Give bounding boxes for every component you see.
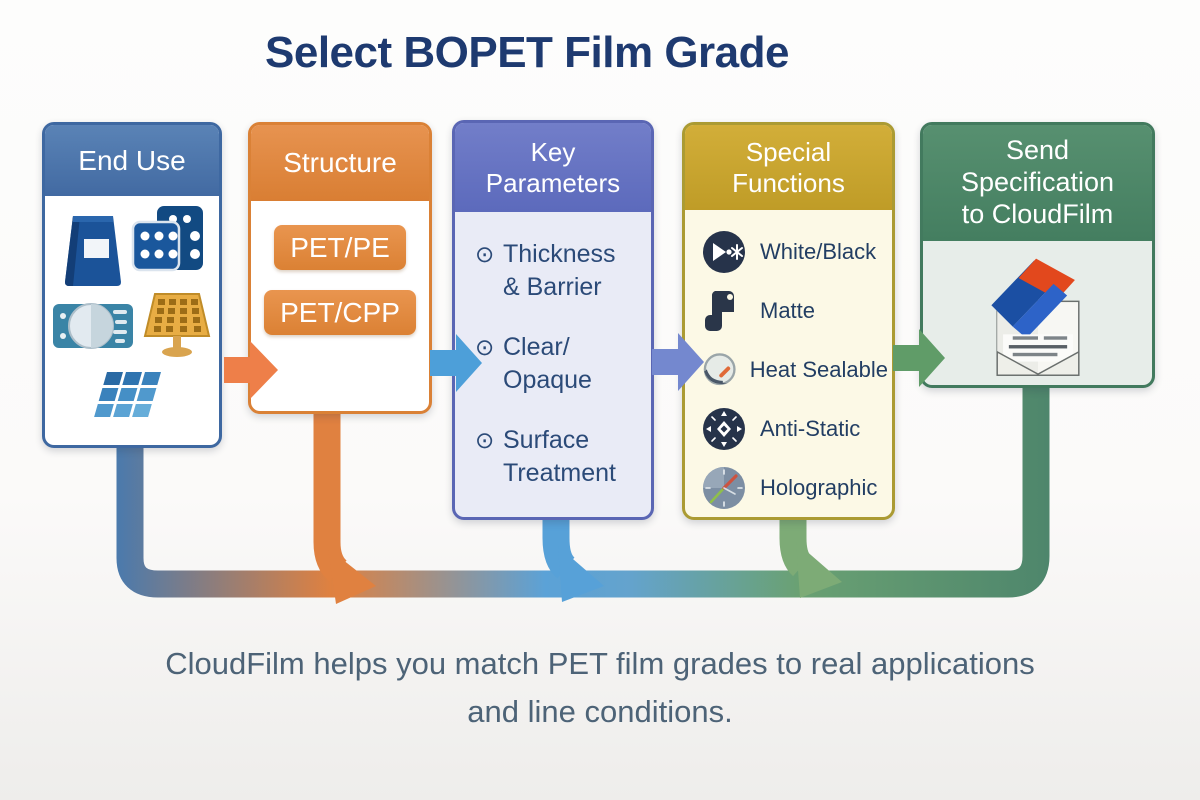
special-function-label: Anti-Static: [760, 415, 861, 441]
list-item: ⊙ Clear/ Opaque: [475, 331, 641, 396]
structure-drop-arrow: [313, 406, 376, 604]
key-parameter-label: Clear/ Opaque: [503, 333, 592, 394]
white-black-icon: [703, 230, 745, 273]
key-parameters-drop-arrow: [542, 514, 604, 602]
end-use-icons: [53, 206, 211, 417]
column-key-parameters: Key Parameters ⊙ Thickness & Barrier ⊙ C…: [452, 120, 654, 520]
structure-header: Structure: [251, 125, 429, 201]
holographic-icon: [703, 466, 745, 509]
list-item: White/Black: [701, 222, 888, 281]
list-item: ⊙ Surface Treatment: [475, 424, 641, 489]
matte-icon: [705, 290, 734, 331]
key-parameter-label: Thickness & Barrier: [503, 240, 616, 301]
key-parameters-header: Key Parameters: [455, 123, 651, 212]
special-function-label: Matte: [760, 297, 816, 323]
list-item: ⊙ Thickness & Barrier: [475, 238, 641, 303]
list-item: Holographic: [701, 458, 888, 517]
key-parameter-label: Surface Treatment: [503, 426, 617, 487]
column-special-functions: Special Functions White/Black: [682, 122, 895, 520]
list-item: Anti-Static: [701, 399, 888, 458]
special-functions-header: Special Functions: [685, 125, 892, 210]
pouch-icon: [65, 216, 121, 286]
special-function-label: Heat Sealable: [749, 356, 888, 382]
key-parameters-body: ⊙ Thickness & Barrier ⊙ Clear/ Opaque ⊙ …: [455, 212, 651, 517]
pv-module-icon: [94, 372, 161, 417]
column-send-specification: Send Specification to CloudFilm: [920, 122, 1155, 388]
send-specification-body: [923, 241, 1152, 385]
special-function-label: White/Black: [760, 238, 877, 264]
circled-dot-bullet-icon: ⊙: [475, 241, 495, 267]
envelope-send-icon: [990, 258, 1080, 376]
anti-static-icon: [703, 407, 745, 450]
key-parameters-list: ⊙ Thickness & Barrier ⊙ Clear/ Opaque ⊙ …: [455, 212, 651, 489]
special-function-label: Holographic: [760, 474, 878, 500]
pet-cpp-button[interactable]: PET/CPP: [264, 290, 416, 335]
page-title: Select BOPET Film Grade: [265, 28, 790, 77]
list-item: Heat Sealable: [701, 340, 888, 399]
end-use-body: [45, 196, 219, 445]
column-end-use: End Use: [42, 122, 222, 448]
structure-body: PET/PE PET/CPP: [251, 201, 429, 411]
list-item: Matte: [701, 281, 888, 340]
circled-dot-bullet-icon: ⊙: [475, 334, 495, 360]
heat-sealable-icon: [703, 352, 736, 385]
special-functions-body: White/Black Matte Heat: [685, 210, 892, 517]
column-structure: Structure PET/PE PET/CPP: [248, 122, 432, 414]
solar-panel-icon: [143, 293, 211, 357]
pet-pe-button[interactable]: PET/PE: [274, 225, 406, 270]
footer-caption: CloudFilm helps you match PET film grade…: [165, 646, 1035, 730]
blister-pack-icon: [131, 206, 203, 272]
special-functions-list: White/Black Matte Heat: [685, 210, 892, 517]
label-gauge-icon: [53, 303, 133, 349]
special-functions-drop-arrow: [779, 514, 842, 598]
end-use-header: End Use: [45, 125, 219, 196]
circled-dot-bullet-icon: ⊙: [475, 427, 495, 453]
send-specification-header: Send Specification to CloudFilm: [923, 125, 1152, 241]
